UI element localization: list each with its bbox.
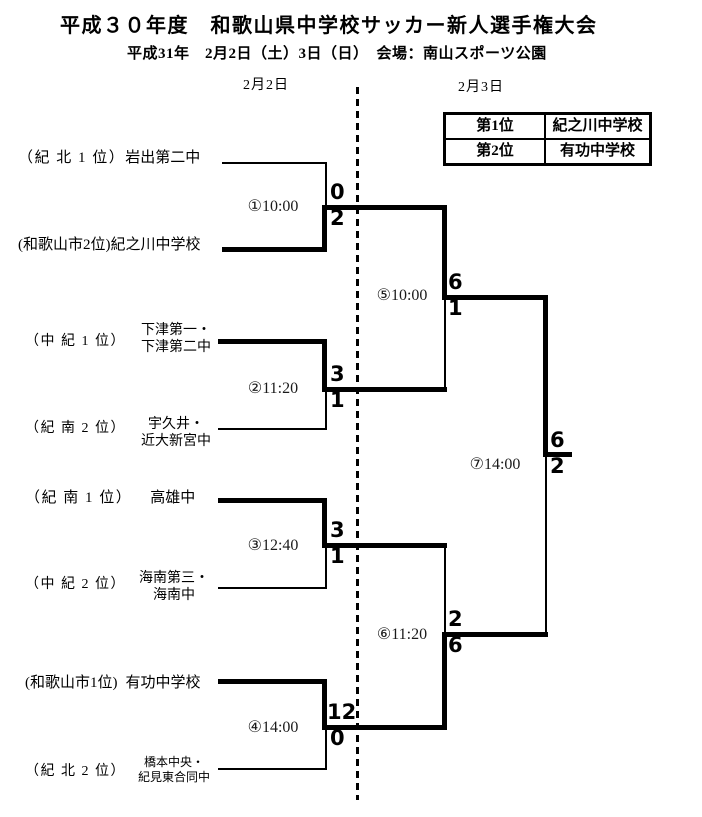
score-bottom: 0 (330, 726, 345, 750)
bracket-line (322, 543, 447, 548)
score-top: 3 (330, 518, 345, 542)
team-entry: （紀 北 1 位）岩出第二中 (18, 149, 200, 167)
bracket-line (322, 498, 327, 548)
bracket-line (325, 545, 327, 589)
bracket-line (545, 455, 547, 637)
seed-label: （中 紀 2 位） (25, 577, 126, 592)
bracket-line (218, 768, 327, 770)
score-bottom: 1 (448, 296, 463, 320)
seed-label: (和歌山市2位) (18, 237, 111, 253)
score-bottom: 2 (550, 454, 565, 478)
score-top: 12 (327, 700, 357, 724)
bracket-line (322, 205, 447, 210)
bracket-line (442, 205, 447, 300)
day1-label: 2月2日 (243, 78, 289, 93)
bracket-line (325, 162, 327, 208)
bracket-line (322, 339, 327, 392)
team-entry: (和歌山市1位) 有功中学校 (25, 674, 201, 692)
team-entry: （紀 南 1 位） 高雄中 (25, 489, 195, 507)
match-label: ④14:00 (247, 719, 299, 736)
team-entry: (和歌山市2位)紀之川中学校 (18, 236, 201, 254)
bracket-line (444, 297, 446, 392)
bracket-line (222, 162, 327, 164)
bracket-line (325, 389, 327, 430)
seed-label: （紀 南 1 位） (25, 490, 133, 506)
bracket-line (322, 387, 447, 392)
score-bottom: 6 (448, 633, 463, 657)
team-name: 有功中学校 (125, 675, 201, 691)
team-name: 下津第一・ 下津第二中 (141, 323, 211, 355)
team-cell: 紀之川中学校 (545, 114, 650, 139)
bracket-line (442, 632, 548, 637)
bracket-line (322, 205, 327, 252)
bracket-line (218, 339, 327, 344)
bracket-line (322, 725, 447, 730)
team-name: 岩出第二中 (125, 150, 201, 166)
seed-label: (和歌山市1位) (25, 675, 118, 691)
bracket-line (322, 679, 327, 730)
rank-cell: 第2位 (445, 139, 545, 164)
bracket-line (218, 679, 327, 684)
team-cell: 有功中学校 (545, 139, 650, 164)
match-label: ⑥11:20 (376, 626, 428, 643)
score-bottom: 1 (330, 388, 345, 412)
team-name: 高雄中 (150, 490, 196, 506)
bracket-line (444, 545, 446, 636)
bracket-line (442, 295, 548, 300)
champion-line (543, 452, 572, 457)
bracket-line (325, 727, 327, 770)
score-bottom: 1 (330, 544, 345, 568)
day2-label: 2月3日 (458, 80, 504, 95)
score-top: 0 (330, 180, 345, 204)
bracket-line (218, 587, 327, 589)
seed-label: （紀 北 1 位） (18, 150, 126, 166)
seed-label: （中 紀 1 位） (25, 334, 126, 349)
match-label: ⑦14:00 (469, 456, 521, 473)
rank-cell: 第1位 (445, 114, 545, 139)
seed-label: （紀 北 2 位） (25, 764, 126, 779)
score-bottom: 2 (330, 206, 345, 230)
bracket-line (222, 247, 327, 252)
bracket-line (543, 295, 548, 457)
match-label: ⑤10:00 (376, 287, 428, 304)
team-name: 海南第三・ 海南中 (139, 571, 209, 603)
bracket-line (218, 428, 327, 430)
page-subtitle: 平成31年 2月2日（土）3日（日） 会場：南山スポーツ公園 (127, 46, 547, 62)
seed-label: （紀 南 2 位） (25, 421, 126, 436)
bracket-line (218, 498, 327, 503)
score-top: 2 (448, 607, 463, 631)
match-label: ②11:20 (247, 380, 299, 397)
score-top: 3 (330, 362, 345, 386)
score-top: 6 (550, 428, 565, 452)
score-top: 6 (448, 270, 463, 294)
match-label: ③12:40 (247, 537, 299, 554)
results-table: 第1位 紀之川中学校 第2位 有功中学校 (443, 112, 652, 166)
team-name: 橋本中央・ 紀見東合同中 (137, 755, 210, 784)
team-name: 宇久井・ 近大新宮中 (141, 417, 211, 449)
match-label: ①10:00 (247, 198, 299, 215)
page-title: 平成３０年度 和歌山県中学校サッカー新人選手権大会 (60, 15, 598, 37)
team-name: 紀之川中学校 (110, 237, 201, 253)
bracket-line (442, 632, 447, 730)
day-divider-dashed-line (356, 87, 359, 800)
